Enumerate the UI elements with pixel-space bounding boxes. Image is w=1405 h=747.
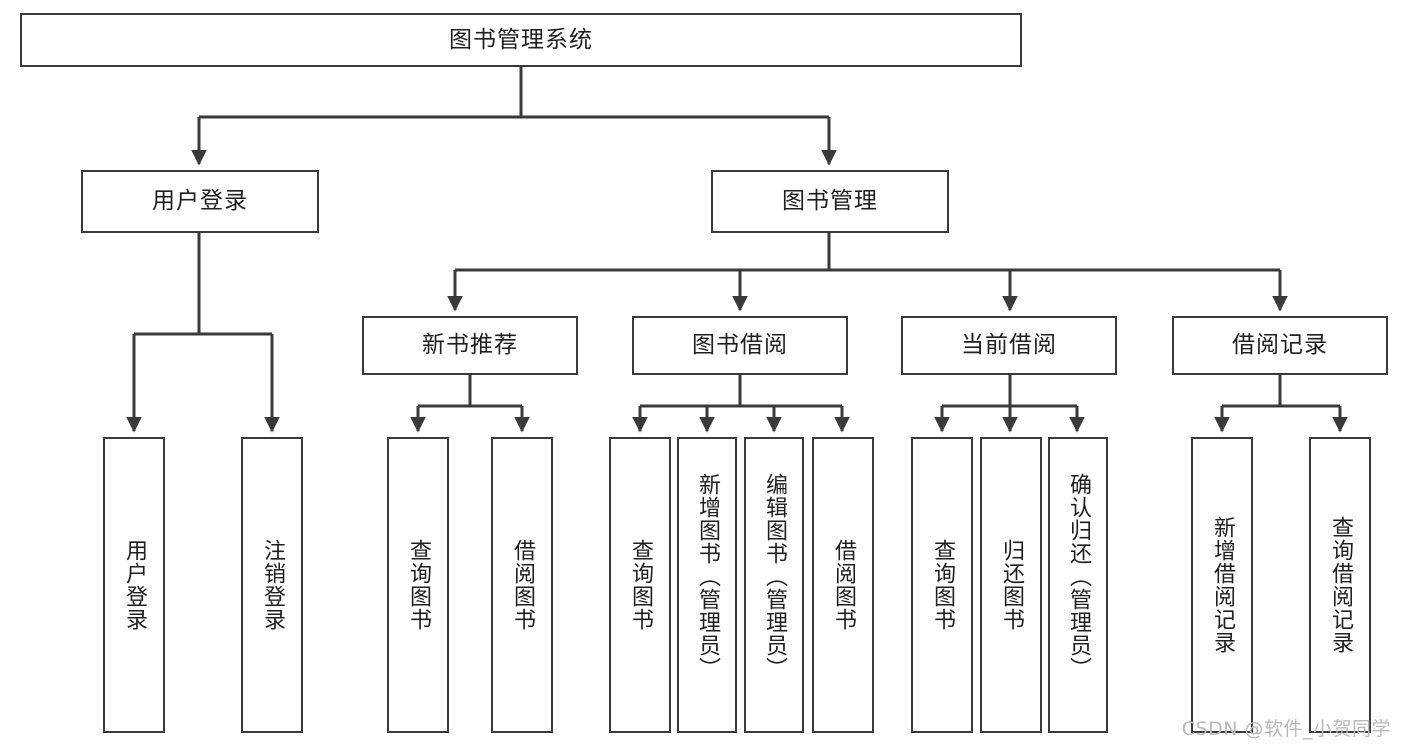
leaf-borrow-record-query[interactable]: 查询借阅记录: [1309, 437, 1371, 733]
leaf-label: 查询图书: [627, 539, 653, 631]
leaf-user-login-login[interactable]: 用户登录: [103, 437, 165, 733]
node-user-login[interactable]: 用户登录: [81, 170, 319, 233]
leaf-current-borrow-return[interactable]: 归还图书: [980, 437, 1042, 733]
leaf-book-borrow-edit[interactable]: 编辑图书（管理员）: [744, 437, 804, 733]
leaf-label: 查询借阅记录: [1327, 516, 1353, 654]
leaf-label: 借阅图书: [509, 539, 535, 631]
leaf-label: 新增图书（管理员）: [694, 473, 720, 680]
node-book-manage[interactable]: 图书管理: [711, 170, 949, 233]
leaf-user-login-logout[interactable]: 注销登录: [241, 437, 303, 733]
leaf-book-borrow-add[interactable]: 新增图书（管理员）: [677, 437, 737, 733]
leaf-label: 新增借阅记录: [1209, 516, 1235, 654]
leaf-borrow-record-add[interactable]: 新增借阅记录: [1191, 437, 1253, 733]
leaf-label: 归还图书: [998, 539, 1024, 631]
leaf-current-borrow-confirm[interactable]: 确认归还（管理员）: [1048, 437, 1108, 733]
leaf-label: 借阅图书: [830, 539, 856, 631]
node-current-borrow[interactable]: 当前借阅: [901, 316, 1117, 375]
leaf-new-book-query[interactable]: 查询图书: [387, 437, 449, 733]
node-book-borrow[interactable]: 图书借阅: [632, 316, 848, 375]
leaf-label: 编辑图书（管理员）: [761, 473, 787, 680]
node-root-system[interactable]: 图书管理系统: [20, 13, 1022, 67]
leaf-book-borrow-query[interactable]: 查询图书: [609, 437, 671, 733]
leaf-label: 用户登录: [121, 539, 147, 631]
node-borrow-record[interactable]: 借阅记录: [1172, 316, 1388, 375]
leaf-label: 确认归还（管理员）: [1065, 473, 1091, 680]
node-new-book-recommend[interactable]: 新书推荐: [362, 316, 578, 375]
leaf-label: 注销登录: [259, 539, 285, 631]
leaf-label: 查询图书: [929, 539, 955, 631]
leaf-current-borrow-query[interactable]: 查询图书: [911, 437, 973, 733]
csdn-watermark: CSDN @软件_小贺同学: [1181, 718, 1391, 740]
leaf-book-borrow-borrow[interactable]: 借阅图书: [812, 437, 874, 733]
leaf-new-book-borrow[interactable]: 借阅图书: [491, 437, 553, 733]
leaf-label: 查询图书: [405, 539, 431, 631]
